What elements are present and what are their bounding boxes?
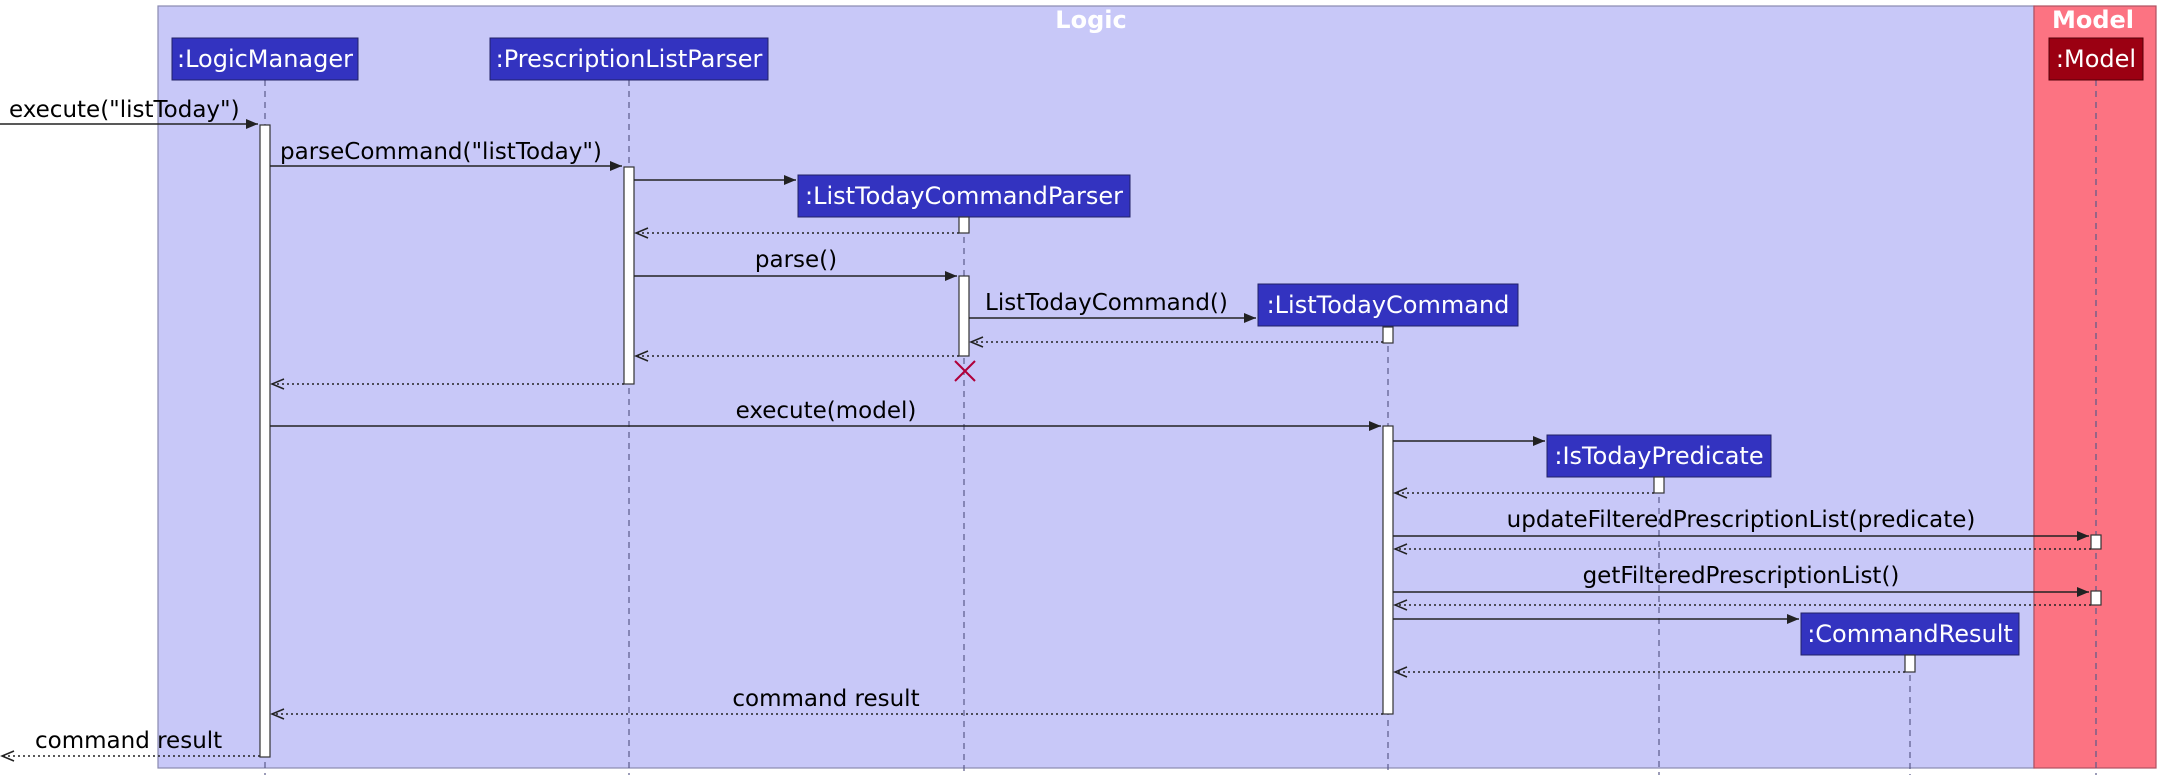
msg-update-filtered-head bbox=[2077, 531, 2089, 541]
msg-return-update-head bbox=[1393, 543, 1408, 555]
msg-return-command-result-head bbox=[1393, 666, 1408, 678]
msg-return-parser-init-head bbox=[634, 227, 649, 239]
msg-return-parse-command-head bbox=[270, 378, 285, 390]
msg-parse-command-label: parseCommand("listToday") bbox=[280, 139, 602, 165]
participant-is-today-predicate: :IsTodayPredicate bbox=[1554, 442, 1763, 470]
activation-model-get bbox=[2090, 590, 2102, 606]
participant-prescription-list-parser-box bbox=[489, 37, 769, 81]
activation-prescription-list-parser bbox=[623, 166, 635, 385]
logic-frame bbox=[157, 5, 2035, 769]
model-frame bbox=[2033, 5, 2157, 769]
model-frame-title: Model bbox=[2052, 6, 2134, 34]
activation-list-today-command-init bbox=[1382, 326, 1394, 344]
participant-list-today-command-parser: :ListTodayCommandParser bbox=[805, 182, 1123, 210]
activation-is-today-predicate bbox=[1653, 476, 1665, 494]
participant-command-result-box bbox=[1800, 612, 2020, 656]
participant-model-box bbox=[2048, 37, 2144, 81]
msg-get-filtered-label: getFilteredPrescriptionList() bbox=[1583, 563, 1900, 589]
msg-list-today-command-ctor-label: ListTodayCommand() bbox=[985, 290, 1228, 316]
msg-create-command-result-head bbox=[1787, 614, 1799, 624]
msg-create-predicate-head bbox=[1533, 436, 1545, 446]
msg-get-filtered-head bbox=[2077, 587, 2089, 597]
msg-parse-label: parse() bbox=[755, 247, 837, 273]
msg-return-predicate-head bbox=[1393, 487, 1408, 499]
msg-return-get-head bbox=[1393, 599, 1408, 611]
participant-is-today-predicate-box bbox=[1546, 434, 1772, 478]
participant-logic-manager-box bbox=[171, 37, 359, 81]
msg-parse-head bbox=[945, 271, 957, 281]
msg-execute-listtoday-head bbox=[246, 119, 258, 129]
participant-prescription-list-parser: :PrescriptionListParser bbox=[496, 45, 763, 73]
msg-execute-model-head bbox=[1369, 421, 1381, 431]
msg-return-command-init-head bbox=[969, 336, 984, 348]
activation-command-result bbox=[1904, 654, 1916, 673]
participant-list-today-command-parser-box bbox=[797, 174, 1131, 218]
msg-command-result-outer-label: command result bbox=[35, 728, 222, 754]
participant-model: :Model bbox=[2056, 45, 2136, 73]
activation-logic-manager bbox=[259, 124, 271, 758]
destroy-parser-mark bbox=[954, 360, 976, 382]
activation-list-today-command-parser-parse bbox=[958, 275, 970, 357]
msg-execute-model-label: execute(model) bbox=[736, 398, 917, 424]
activation-list-today-command-execute bbox=[1382, 425, 1394, 715]
msg-create-parser-head bbox=[784, 175, 796, 185]
msg-parse-command-head bbox=[610, 161, 622, 171]
msg-list-today-command-ctor-head bbox=[1244, 313, 1256, 323]
participant-list-today-command: :ListTodayCommand bbox=[1267, 291, 1510, 319]
participant-command-result: :CommandResult bbox=[1807, 620, 2013, 648]
activation-model-update bbox=[2090, 534, 2102, 550]
msg-command-result-outer-head bbox=[0, 750, 15, 762]
logic-frame-title: Logic bbox=[1055, 6, 1126, 34]
participant-logic-manager: :LogicManager bbox=[177, 45, 353, 73]
msg-execute-listtoday-label: execute("listToday") bbox=[9, 97, 240, 123]
msg-command-result-inner-head bbox=[270, 708, 285, 720]
activation-list-today-command-parser-init bbox=[958, 216, 970, 234]
msg-command-result-inner-label: command result bbox=[732, 686, 919, 712]
participant-list-today-command-box bbox=[1257, 283, 1519, 327]
msg-return-parse-head bbox=[634, 350, 649, 362]
msg-update-filtered-label: updateFilteredPrescriptionList(predicate… bbox=[1507, 507, 1976, 533]
